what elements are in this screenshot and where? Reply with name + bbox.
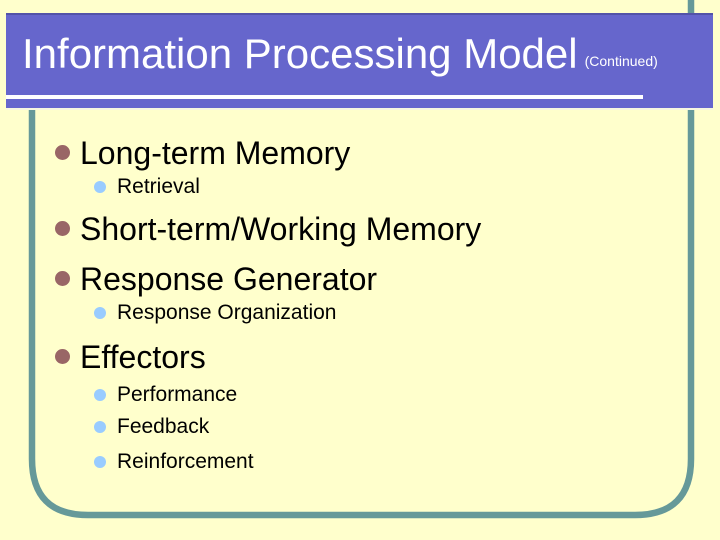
bullet-item: Effectors	[0, 338, 680, 376]
bullet-text: Performance	[117, 383, 238, 406]
bullet-item: Short-term/Working Memory	[0, 210, 680, 248]
level1-bullet-icon	[55, 145, 70, 160]
bullet-text: Short-term/Working Memory	[80, 211, 482, 247]
level1-bullet-icon	[55, 221, 70, 236]
bullet-item: Response Organization	[0, 300, 680, 326]
bullet-text: Effectors	[80, 339, 206, 375]
bullet-item: Performance	[0, 382, 680, 408]
bullet-item: Response Generator	[0, 260, 680, 298]
bullet-item: Long-term Memory	[0, 134, 680, 172]
title-line: Information Processing Model (Continued)	[22, 30, 658, 78]
level2-bullet-icon	[94, 307, 106, 319]
title-underline	[6, 95, 643, 99]
bullet-text: Response Generator	[80, 261, 378, 297]
bullet-item: Retrieval	[0, 174, 680, 200]
slide-title: Information Processing Model	[22, 30, 578, 77]
bullet-text: Response Organization	[117, 301, 337, 324]
bullet-text: Long-term Memory	[80, 135, 351, 171]
title-bar: Information Processing Model (Continued)	[6, 13, 713, 110]
level2-bullet-icon	[94, 456, 106, 468]
bullet-item: Feedback	[0, 414, 680, 440]
level1-bullet-icon	[55, 271, 70, 286]
level2-bullet-icon	[94, 181, 106, 193]
title-continued-label: (Continued)	[584, 53, 658, 69]
bullet-text: Reinforcement	[117, 450, 254, 473]
level1-bullet-icon	[55, 349, 70, 364]
bullet-text: Feedback	[117, 415, 210, 438]
level2-bullet-icon	[94, 421, 106, 433]
bullet-item: Reinforcement	[0, 449, 680, 475]
bullet-list: Long-term Memory Retrieval Short-term/Wo…	[0, 134, 680, 475]
level2-bullet-icon	[94, 389, 106, 401]
bullet-text: Retrieval	[117, 175, 200, 198]
